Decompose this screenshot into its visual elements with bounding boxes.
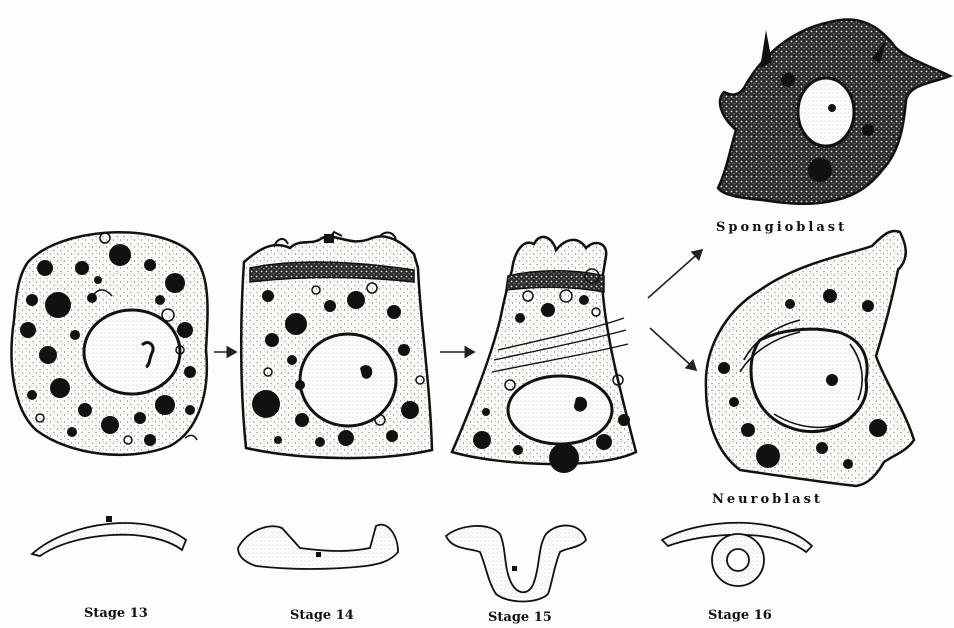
neuroblast-label: Neuroblast xyxy=(712,492,823,507)
stage13-tissue xyxy=(32,516,186,556)
stage14-label: Stage 14 xyxy=(290,608,354,623)
neuroblast-cell xyxy=(706,231,914,486)
nucleus xyxy=(508,376,612,444)
stage14-tissue xyxy=(238,525,398,569)
stage13-label: Stage 13 xyxy=(84,606,148,621)
spongioblast-label: Spongioblast xyxy=(716,220,847,235)
nucleus xyxy=(300,334,396,426)
arrow-to-spongioblast xyxy=(648,250,702,298)
stage14-cell xyxy=(241,232,432,458)
stage15-cell xyxy=(452,237,636,473)
stage15-tissue xyxy=(446,525,586,601)
stage16-label: Stage 16 xyxy=(708,608,772,623)
stage13-cell xyxy=(12,232,208,455)
stage15-label: Stage 15 xyxy=(488,610,552,625)
nucleus xyxy=(84,310,180,394)
stage16-tissue xyxy=(662,523,812,586)
arrow-to-neuroblast xyxy=(650,328,696,370)
spongioblast-cell xyxy=(718,20,950,204)
nucleus xyxy=(798,78,854,146)
